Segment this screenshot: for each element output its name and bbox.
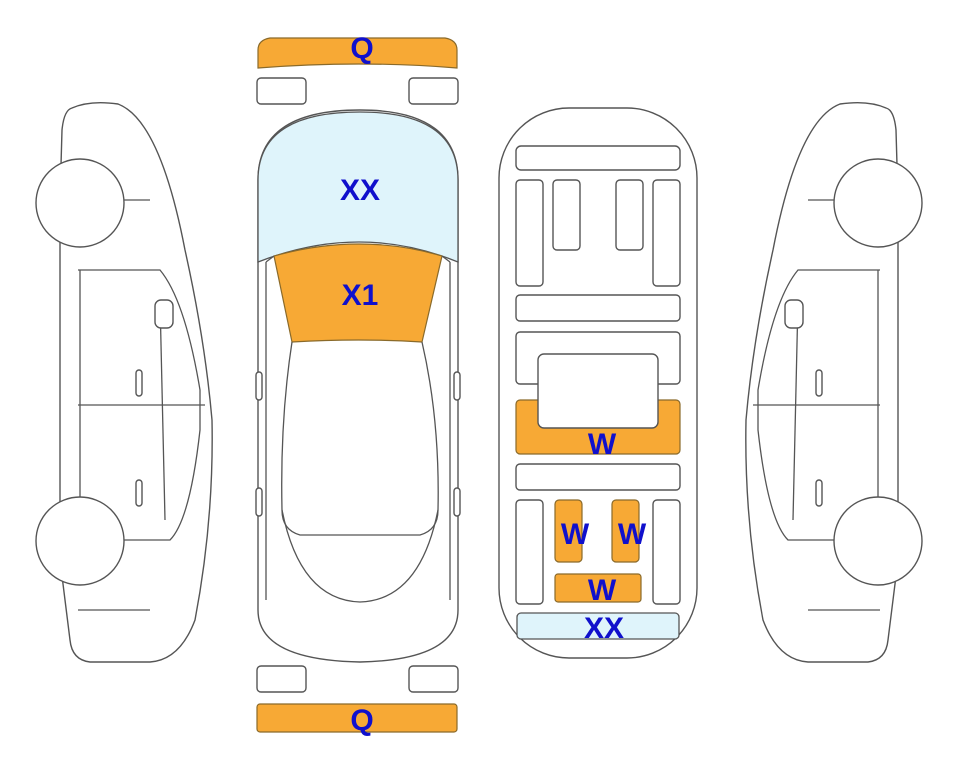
interior-rear-glass-label: XX — [584, 612, 624, 645]
top-view: Q XX X1 Q — [255, 32, 461, 737]
interior-right-seat-damage — [611, 499, 640, 563]
interior-rear-label: W — [588, 574, 617, 607]
interior-left-seat-label: W — [561, 518, 590, 551]
windshield-label: XX — [340, 174, 380, 207]
interior-left-seat-damage — [554, 499, 583, 563]
rear-bumper-damage — [256, 703, 458, 733]
interior-rear-glass — [516, 612, 680, 640]
windshield-glass — [257, 111, 459, 263]
interior-mid-label: W — [588, 428, 617, 461]
interior-view: W W W W XX — [498, 107, 698, 659]
interior-right-seat-label: W — [618, 518, 647, 551]
hood-label: X1 — [342, 279, 379, 312]
front-bumper-damage — [257, 37, 458, 69]
right-side-view — [745, 101, 923, 663]
interior-rear-damage — [554, 573, 642, 603]
rear-bumper-label: Q — [350, 704, 373, 737]
left-side-view — [35, 101, 213, 663]
front-bumper-label: Q — [350, 32, 373, 65]
